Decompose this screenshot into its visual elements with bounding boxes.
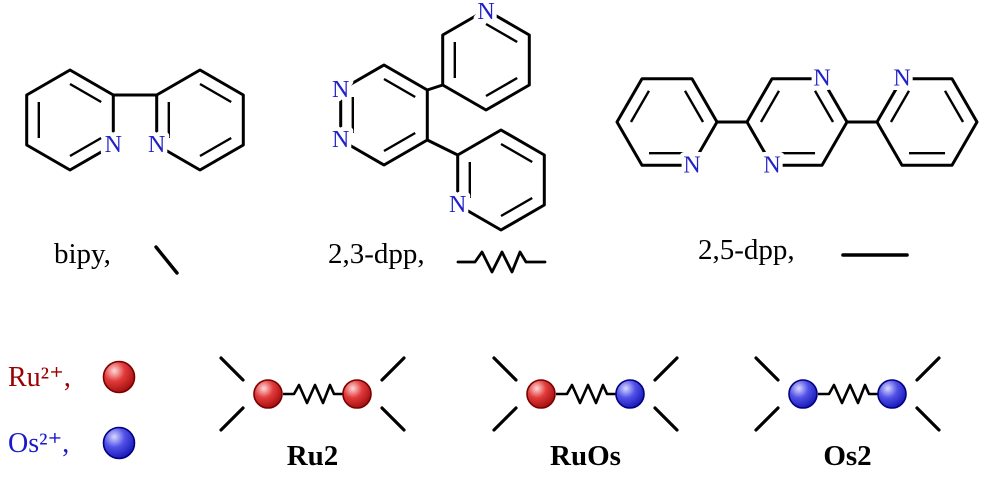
nitrogen-label: N xyxy=(148,132,165,158)
nitrogen-label: N xyxy=(763,152,780,178)
bipy-ligand-stroke xyxy=(219,356,245,382)
os-sphere xyxy=(877,379,907,409)
bipy-ligand-stroke xyxy=(380,406,406,432)
pyridine-ring xyxy=(25,68,115,172)
bipy-symbol-icon xyxy=(154,245,179,275)
os2-complex-drawing xyxy=(754,356,941,432)
ru-legend-label: Ru²⁺, xyxy=(8,362,71,393)
bipy-ligand-stroke xyxy=(915,406,941,432)
bipy-name-label: bipy, xyxy=(54,238,111,270)
dpp25-symbol-icon xyxy=(841,253,909,257)
ru-legend-sphere xyxy=(102,360,136,394)
zigzag-line xyxy=(456,250,547,274)
pyridine-ring xyxy=(456,128,546,232)
ru2-complex-label: Ru2 xyxy=(286,440,339,472)
ru-sphere xyxy=(526,379,556,409)
bipy-structure-drawing: N N xyxy=(25,68,245,172)
bipy-ligand-stroke xyxy=(219,406,245,432)
bipy-ligand-stroke xyxy=(492,406,518,432)
bipy-ligand-stroke xyxy=(653,356,679,382)
bipy-ligand-stroke xyxy=(754,356,780,382)
short-diagonal-line xyxy=(154,245,179,275)
dpp23-name-label: 2,3-dpp, xyxy=(328,238,425,270)
os-sphere xyxy=(788,379,818,409)
bridge-zigzag xyxy=(556,383,616,405)
bipy-ligand-stroke xyxy=(492,356,518,382)
pyrazine-ring xyxy=(339,63,429,167)
dpp23-symbol-icon xyxy=(456,250,547,274)
nitrogen-label: N xyxy=(683,152,700,178)
os-legend-label: Os²⁺, xyxy=(8,428,70,459)
nitrogen-label: N xyxy=(813,66,830,92)
pyridine-ring xyxy=(441,8,531,112)
pyrazine-ring xyxy=(733,60,861,185)
bridge-zigzag xyxy=(818,383,878,405)
inter-ring-bond xyxy=(426,138,459,157)
red-sphere xyxy=(102,360,136,394)
nitrogen-label: N xyxy=(332,127,349,153)
ru-sphere xyxy=(342,379,372,409)
ruos-complex-drawing xyxy=(492,356,679,432)
dpp25-name-label: 2,5-dpp, xyxy=(698,234,795,266)
pyridine-ring xyxy=(612,60,731,185)
nitrogen-label: N xyxy=(449,192,466,218)
pyridine-ring xyxy=(155,68,245,172)
bipy-ligand-stroke xyxy=(754,406,780,432)
ru2-complex-drawing xyxy=(219,356,406,432)
os-sphere xyxy=(615,379,645,409)
nitrogen-label: N xyxy=(332,77,349,103)
bipy-ligand-stroke xyxy=(915,356,941,382)
bipy-ligand-stroke xyxy=(653,406,679,432)
os-legend-sphere xyxy=(102,426,136,460)
blue-sphere xyxy=(102,426,136,460)
nitrogen-label: N xyxy=(477,0,494,25)
nitrogen-label: N xyxy=(893,66,910,92)
dpp25-structure-drawing: N N N N xyxy=(612,60,991,185)
inter-ring-bond xyxy=(426,83,444,92)
os2-complex-label: Os2 xyxy=(823,440,872,472)
dpp23-structure-drawing: N N N N xyxy=(328,0,546,232)
ruos-complex-label: RuOs xyxy=(550,440,621,472)
ru-sphere xyxy=(253,379,283,409)
bridge-zigzag xyxy=(283,383,343,405)
bipy-ligand-stroke xyxy=(380,356,406,382)
nitrogen-label: N xyxy=(105,132,122,158)
pyridine-ring xyxy=(863,60,991,185)
